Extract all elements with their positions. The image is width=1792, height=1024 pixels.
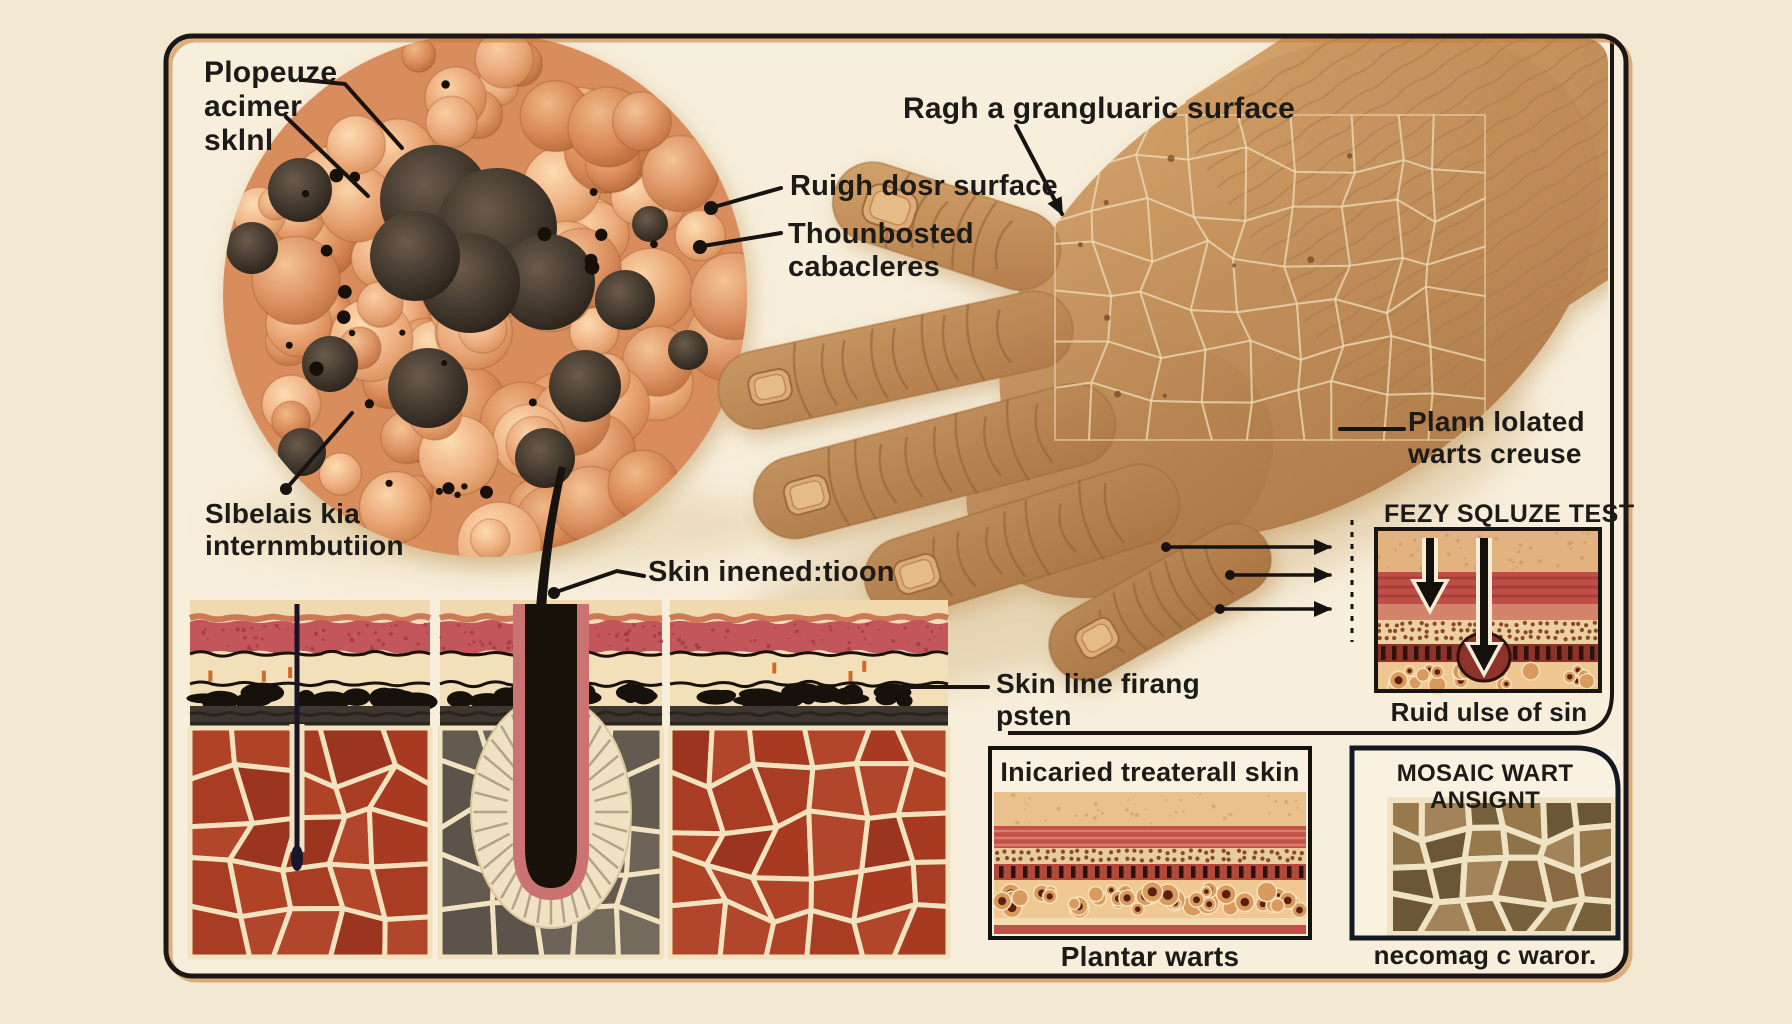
section-divider-border <box>1008 38 1614 735</box>
label-skin-lines: Skin line firang psten <box>996 668 1200 731</box>
cross-section-panels <box>186 466 951 960</box>
main-frame-border <box>163 33 1629 979</box>
label-distribution: Slbelais kia internmbutiion <box>205 498 404 561</box>
label-plantar-located: Plann lolated warts creuse <box>1408 406 1585 469</box>
label-rough-surface: Ruigh dosr surface <box>790 170 1058 202</box>
leader-lines <box>280 78 1406 689</box>
mosaic-wart-inset <box>1354 750 1617 937</box>
dark-thrombosed-domes <box>226 145 708 488</box>
label-thrombosed: Thounbosted cabacleres <box>788 218 974 284</box>
fingernails <box>747 183 1120 660</box>
treated-box-title: Inicaried treaterall skin <box>1000 757 1300 787</box>
label-wart-closeup: Plopeuze acimer sklnl <box>204 56 338 158</box>
squeeze-test-caption: Ruid ulse of sin <box>1390 697 1588 727</box>
label-granular-surface: Ragh a grangluaric surface <box>903 92 1295 125</box>
wart-closeup-illustration <box>223 38 747 557</box>
mosaic-box-title: MOSAIC WART ANSIGNT <box>1396 760 1574 815</box>
mosaic-box-border <box>1349 745 1621 941</box>
mosaic-wart-caption: necomag c waror. <box>1373 940 1597 970</box>
squeeze-test-title: FEZY SQLUZE TEST <box>1384 500 1635 528</box>
label-skin-infection: Skin inened:tioon <box>648 556 895 588</box>
squeeze-test-inset <box>1376 529 1600 695</box>
squeeze-box-border <box>1374 527 1602 693</box>
treated-skin-inset <box>992 750 1308 936</box>
plantar-warts-caption: Plantar warts <box>1060 941 1240 972</box>
treated-box-border <box>988 746 1312 940</box>
